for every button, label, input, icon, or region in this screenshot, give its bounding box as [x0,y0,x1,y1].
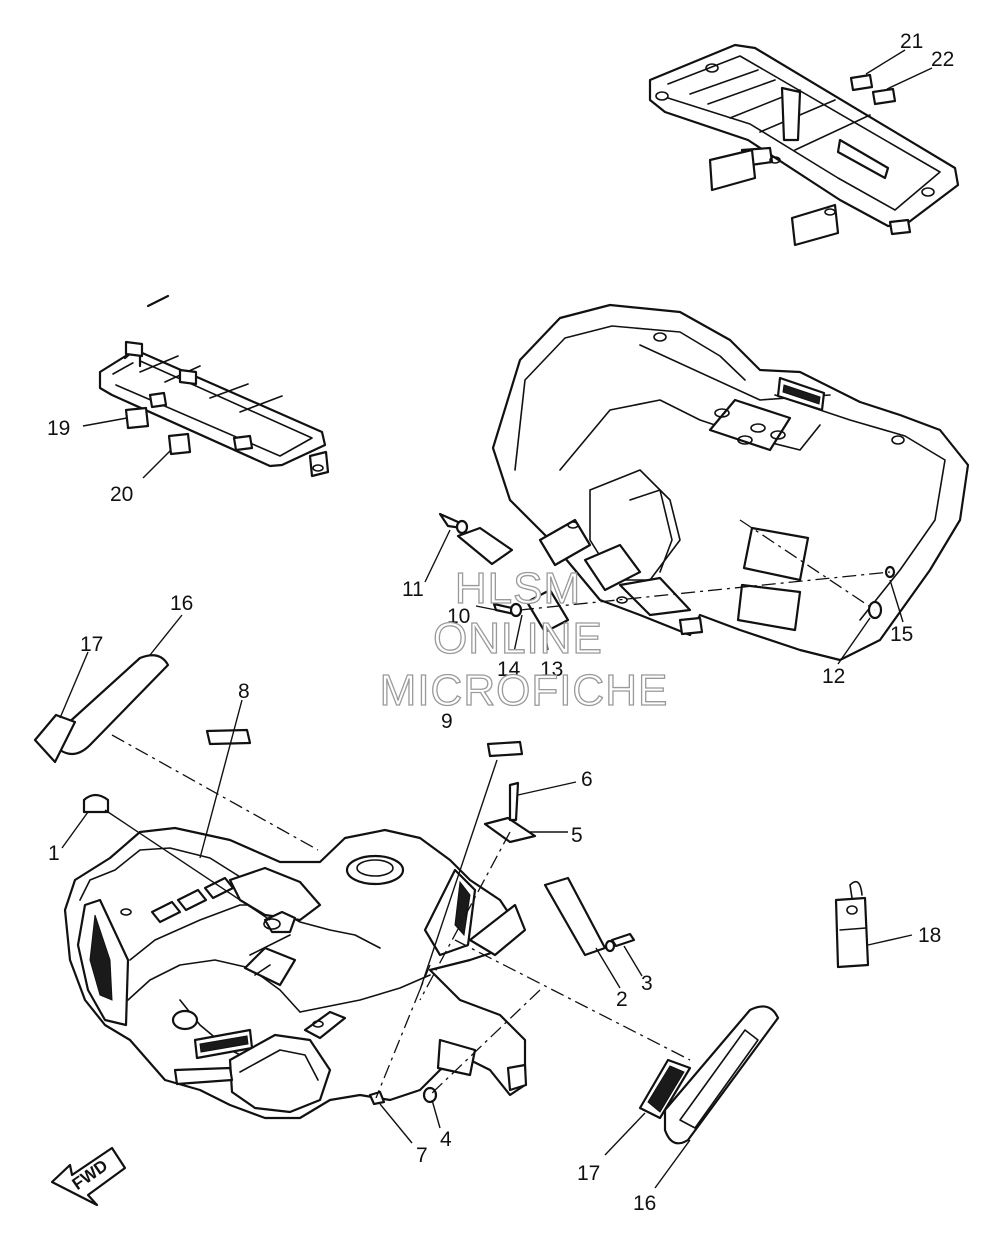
callout-3: 3 [641,972,653,995]
part-2-plate [543,876,607,957]
front-fender [63,826,528,1120]
fwd-arrow [50,1146,127,1207]
part-5-gasket [483,816,537,844]
callout-labels: 1 2 3 4 5 6 7 8 9 10 11 12 13 14 15 16 1… [47,30,954,1215]
label-19-20-group [82,406,192,479]
part-18-tag [834,880,913,969]
callout-22: 22 [931,48,954,71]
part-3-screw [610,932,636,948]
callout-9: 9 [441,710,453,733]
watermark-line-1: HLSM [455,564,581,613]
callout-15: 15 [890,623,913,646]
callout-1: 1 [48,842,60,865]
label-21-sticker [849,73,874,92]
watermark-line-2: ONLINE [433,614,603,663]
callout-8: 8 [238,680,250,703]
callout-10: 10 [447,605,470,628]
part-1-cap [82,793,110,814]
callout-13: 13 [540,658,563,681]
callout-19: 19 [47,417,70,440]
rear-fender-small-parts [424,512,904,665]
callout-12: 12 [822,665,845,688]
part-13-plate [456,526,514,566]
callout-17-upper: 17 [80,633,103,656]
part-8-label [205,728,252,746]
callout-16-upper: 16 [170,592,193,615]
lower-right-emblems [604,1005,780,1189]
callout-17-lower: 17 [577,1162,600,1185]
front-carrier-rack [98,294,330,478]
part-16-lower-emblem [663,1005,780,1145]
part-6-bolt [508,781,520,822]
label-21-22-group [849,49,933,106]
callout-18: 18 [918,924,941,947]
callout-16-lower: 16 [633,1192,656,1215]
upper-left-emblems [33,614,183,764]
part-14-plate [525,588,570,634]
watermark: HLSM ONLINE MICROFICHE [379,563,669,715]
callout-14: 14 [497,658,521,681]
callout-5: 5 [571,824,583,847]
callout-7: 7 [416,1144,428,1167]
label-19-sticker [124,406,150,430]
callout-6: 6 [581,768,593,791]
label-20-sticker [167,432,192,456]
callout-21: 21 [900,30,923,53]
label-22-sticker [871,87,897,106]
callout-2: 2 [616,988,628,1011]
rear-carrier-rack [648,43,960,247]
front-fender-small-parts [61,699,691,1144]
part-17-upper-emblem [33,713,77,764]
rear-fender [491,303,970,662]
part-7-clip [368,1090,386,1106]
callout-20: 20 [110,483,133,506]
part-16-upper-emblem [53,654,170,756]
watermark-line-3: MICROFICHE [380,666,669,715]
callout-4: 4 [440,1128,452,1151]
callout-11: 11 [402,578,424,601]
part-9-label [486,740,524,758]
